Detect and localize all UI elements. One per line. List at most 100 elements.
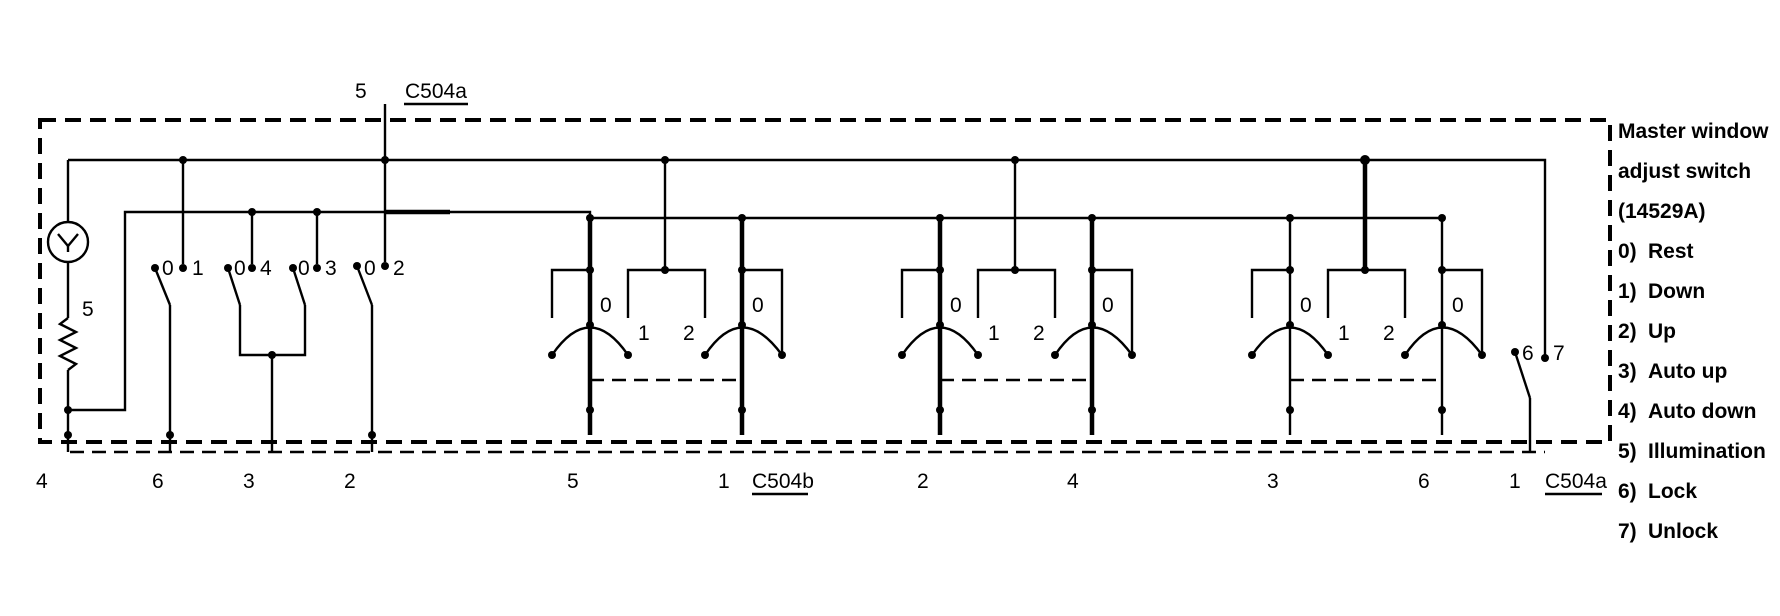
- bottom-pin-label: 2: [917, 470, 929, 493]
- node: [738, 214, 746, 222]
- node: [586, 321, 594, 329]
- bottom-pin-label: 1: [1509, 470, 1521, 493]
- node: [1401, 351, 1409, 359]
- node: [1128, 351, 1136, 359]
- bottom-connector-right-label: C504a: [1545, 470, 1607, 493]
- window-switch-rest-a-label: 0: [1300, 294, 1312, 317]
- legend-key: 4): [1618, 400, 1637, 423]
- bottom-pin-label: 4: [1067, 470, 1079, 493]
- bottom-pin-label: 6: [1418, 470, 1430, 493]
- node: [701, 351, 709, 359]
- lock-switch-label-6: 6: [1522, 342, 1534, 365]
- window-switch-3: 0 1 2 0: [1248, 214, 1486, 435]
- legend-key: 6): [1618, 480, 1637, 503]
- resistor-icon: [57, 317, 79, 371]
- legend-label: Auto down: [1648, 400, 1756, 423]
- node: [1286, 214, 1294, 222]
- node: [1088, 321, 1096, 329]
- node: [64, 431, 72, 439]
- window-switch-pos-2-label: 2: [1033, 322, 1045, 345]
- window-switch-2: 0 1 2 0: [898, 160, 1136, 435]
- legend-label: Up: [1648, 320, 1676, 343]
- window-switch-rest-a-label: 0: [950, 294, 962, 317]
- node: [1088, 214, 1096, 222]
- node: [936, 214, 944, 222]
- bottom-pin-label: 6: [152, 470, 164, 493]
- node: [64, 406, 72, 414]
- switch-2-position-label: 4: [260, 257, 272, 280]
- legend-key: 5): [1618, 440, 1637, 463]
- switch-4-blade: [355, 265, 374, 306]
- switch-title-line-3: (14529A): [1618, 200, 1706, 223]
- node: [1286, 406, 1294, 414]
- switch-3-position-label: 3: [325, 257, 337, 280]
- legend-key: 2): [1618, 320, 1637, 343]
- window-switch-rest-b-label: 0: [752, 294, 764, 317]
- bottom-pin-label: 3: [1267, 470, 1279, 493]
- legend-label: Unlock: [1648, 520, 1718, 543]
- switch-title-line-2: adjust switch: [1618, 160, 1751, 183]
- top-bus-wire: [68, 158, 1547, 310]
- node: [1438, 214, 1446, 222]
- top-pin-label: 5: [355, 80, 367, 103]
- node: [974, 351, 982, 359]
- node: [624, 351, 632, 359]
- switch-2-3-join: [238, 305, 307, 357]
- switch-title-line-1: Master window: [1618, 120, 1769, 143]
- node: [548, 351, 556, 359]
- node: [1286, 321, 1294, 329]
- node: [738, 321, 746, 329]
- node: [898, 351, 906, 359]
- switch-1-rest-label: 0: [162, 257, 174, 280]
- switch-3-contact: [313, 264, 321, 272]
- legend-key: 0): [1618, 240, 1637, 263]
- top-connector-label: C504a: [405, 80, 467, 103]
- window-switch-center-bracket: [626, 268, 707, 318]
- window-switch-outer-b: [1092, 268, 1134, 355]
- node: [586, 214, 594, 222]
- node: [268, 351, 276, 359]
- node: [778, 351, 786, 359]
- bottom-pin-label: 4: [36, 470, 48, 493]
- window-switch-1: 0 1 2 0: [548, 160, 786, 435]
- window-switch-outer-b: [1442, 268, 1484, 355]
- node: [1324, 351, 1332, 359]
- switch-1-position-label: 1: [192, 257, 204, 280]
- bottom-pin-label: 1: [718, 470, 730, 493]
- lock-switch-label-7: 7: [1553, 342, 1565, 365]
- node: [1360, 155, 1370, 165]
- window-switch-outer-a: [1250, 268, 1290, 318]
- switch-2-blade: [226, 267, 242, 306]
- bottom-pin-label: 3: [243, 470, 255, 493]
- legend-label: Illumination: [1648, 440, 1766, 463]
- window-switch-outer-a: [550, 268, 590, 318]
- second-bus-wire: [68, 210, 385, 412]
- legend-label: Lock: [1648, 480, 1697, 503]
- window-switch-pos-1-label: 1: [638, 322, 650, 345]
- lamp-icon: [46, 220, 90, 264]
- node: [381, 156, 389, 164]
- window-switch-center-bracket: [976, 268, 1057, 318]
- window-switch-rest-a-label: 0: [600, 294, 612, 317]
- window-switch-rest-b-label: 0: [1452, 294, 1464, 317]
- bottom-connector-left-label: C504b: [752, 470, 814, 493]
- window-switch-rest-b-label: 0: [1102, 294, 1114, 317]
- bottom-pin-label: 5: [567, 470, 579, 493]
- window-switch-pos-1-label: 1: [1338, 322, 1350, 345]
- node: [738, 406, 746, 414]
- switch-4-rest-label: 0: [364, 257, 376, 280]
- node: [936, 406, 944, 414]
- window-switch-arc-b: [1404, 326, 1483, 356]
- node: [1438, 321, 1446, 329]
- legend-label: Auto up: [1648, 360, 1727, 383]
- node: [1051, 351, 1059, 359]
- lock-switch-blade: [1513, 351, 1532, 399]
- legend-key: 3): [1618, 360, 1637, 383]
- switch-2-rest-label: 0: [234, 257, 246, 280]
- switch-3-blade: [291, 267, 307, 306]
- legend-label: Down: [1648, 280, 1705, 303]
- window-switch-pos-2-label: 2: [683, 322, 695, 345]
- node: [166, 431, 174, 439]
- legend-key: 7): [1618, 520, 1637, 543]
